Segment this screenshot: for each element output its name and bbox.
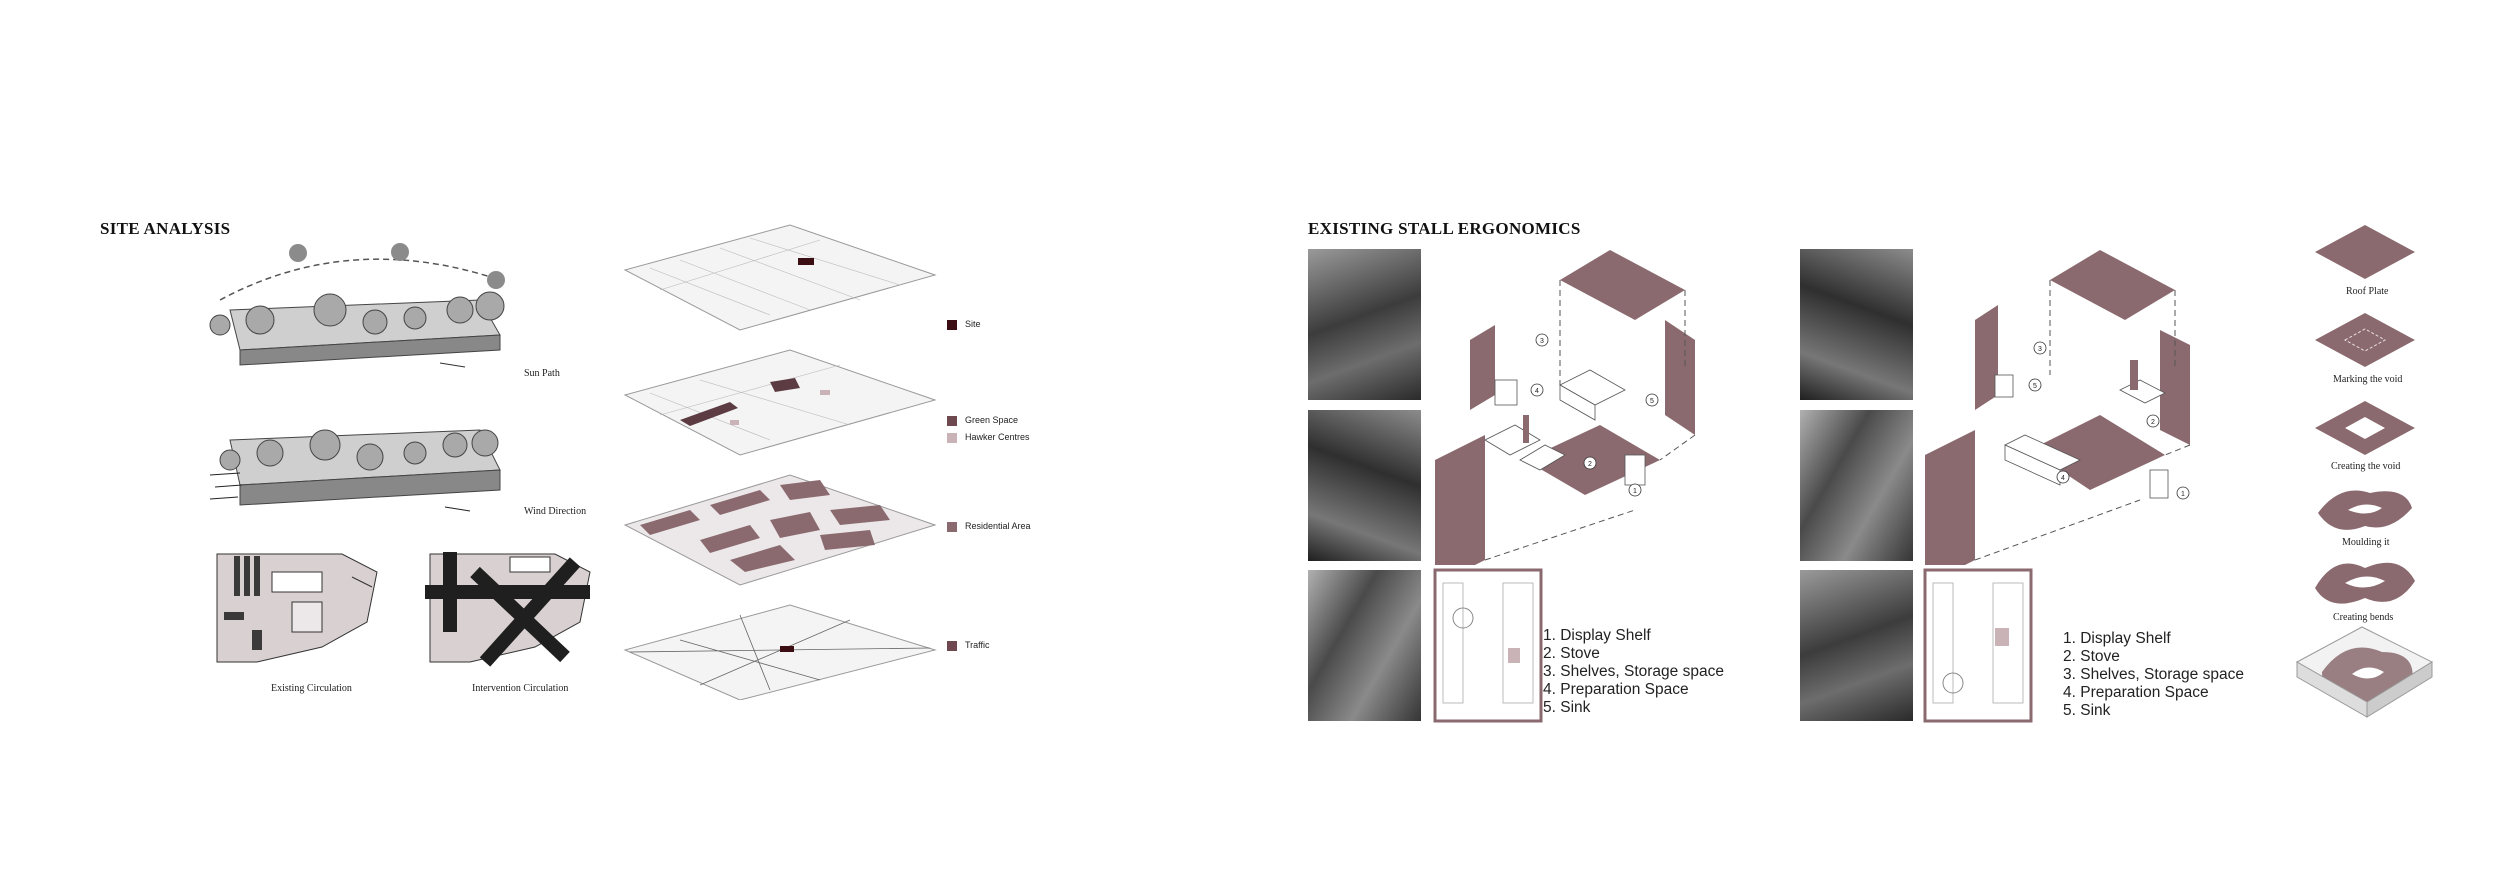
stall-legend-right-item-1: 1. Display Shelf (2063, 630, 2171, 647)
creating-void-diagram (2315, 401, 2415, 455)
stall-photo-6 (1800, 570, 1913, 721)
legend-item-traffic: Traffic (947, 640, 990, 651)
sun-path-axonometric (209, 243, 505, 368)
legend-item-site: Site (947, 319, 981, 330)
intervention-circulation-caption: Intervention Circulation (472, 683, 569, 694)
stall-legend-left-item-5: 5. Sink (1543, 699, 1591, 716)
marker-5-left: 5 (1650, 398, 1654, 405)
marker-3-right: 3 (2038, 346, 2042, 353)
stall-legend-right: 1. Display Shelf 2. Stove 3. Shelves, St… (2063, 630, 2244, 720)
legend-item-residential-area: Residential Area (947, 521, 1031, 532)
marker-5-right: 5 (2033, 383, 2037, 390)
marker-3-left: 3 (1540, 338, 1544, 345)
marker-2-left: 2 (1588, 461, 1592, 468)
stall-floor-plan-right (1923, 568, 2033, 723)
stall-legend-right-item-2: 2. Stove (2063, 648, 2120, 665)
form-step-moulding: Moulding it (2342, 537, 2390, 548)
stall-legend-right-item-3: 3. Shelves, Storage space (2063, 666, 2244, 683)
wind-direction-caption: Wind Direction (524, 506, 587, 517)
marker-4-right: 4 (2061, 475, 2065, 482)
stall-photo-3 (1308, 570, 1421, 721)
form-step-creating-void: Creating the void (2331, 461, 2401, 472)
form-step-marking-void: Marking the void (2333, 374, 2403, 385)
stall-legend-left-item-1: 1. Display Shelf (1543, 627, 1651, 644)
final-form-axonometric (2295, 626, 2434, 718)
stall-legend-left-item-2: 2. Stove (1543, 645, 1600, 662)
form-step-roof-plate: Roof Plate (2346, 286, 2389, 297)
legend-item-hawker-centres: Hawker Centres (947, 432, 1030, 443)
stall-photo-1 (1308, 249, 1421, 400)
stall-exploded-diagram-right: 3 5 2 4 1 (1925, 250, 2191, 565)
site-analysis-title: SITE ANALYSIS (100, 219, 231, 238)
marker-1-left: 1 (1633, 488, 1637, 495)
legend-swatch-site (947, 319, 957, 330)
intervention-circulation-plan (425, 552, 591, 667)
legend-swatch-traffic (947, 640, 957, 651)
stall-legend-right-item-5: 5. Sink (2063, 702, 2111, 719)
stall-exploded-diagram-left: 3 4 2 1 5 (1435, 250, 1696, 565)
existing-circulation-plan (216, 553, 378, 663)
stall-legend-left: 1. Display Shelf 2. Stove 3. Shelves, St… (1543, 627, 1724, 717)
form-step-creating-bends: Creating bends (2333, 612, 2394, 623)
stall-floor-plan-left (1433, 568, 1543, 723)
stall-legend-left-item-3: 3. Shelves, Storage space (1543, 663, 1724, 680)
marker-4-left: 4 (1535, 388, 1539, 395)
legend-swatch-residential-area (947, 521, 957, 532)
legend-swatch-green-space (947, 415, 957, 426)
stall-ergonomics-title: EXISTING STALL ERGONOMICS (1308, 219, 1581, 238)
roof-plate-diagram (2315, 225, 2415, 279)
stall-legend-left-item-4: 4. Preparation Space (1543, 681, 1689, 698)
marking-void-diagram (2315, 313, 2415, 367)
layered-site-maps (623, 224, 937, 700)
stall-photo-2 (1308, 410, 1421, 561)
stall-legend-right-item-4: 4. Preparation Space (2063, 684, 2209, 701)
wind-direction-axonometric (209, 429, 501, 512)
stall-photo-4 (1800, 249, 1913, 400)
legend-swatch-hawker-centres (947, 432, 957, 443)
existing-circulation-caption: Existing Circulation (271, 683, 352, 694)
creating-bends-diagram (2315, 562, 2415, 604)
moulding-diagram (2318, 490, 2412, 530)
marker-1-right: 1 (2181, 491, 2185, 498)
stall-photo-5 (1800, 410, 1913, 561)
legend-item-green-space: Green Space (947, 415, 1018, 426)
marker-2-right: 2 (2151, 419, 2155, 426)
sun-path-caption: Sun Path (524, 368, 560, 379)
